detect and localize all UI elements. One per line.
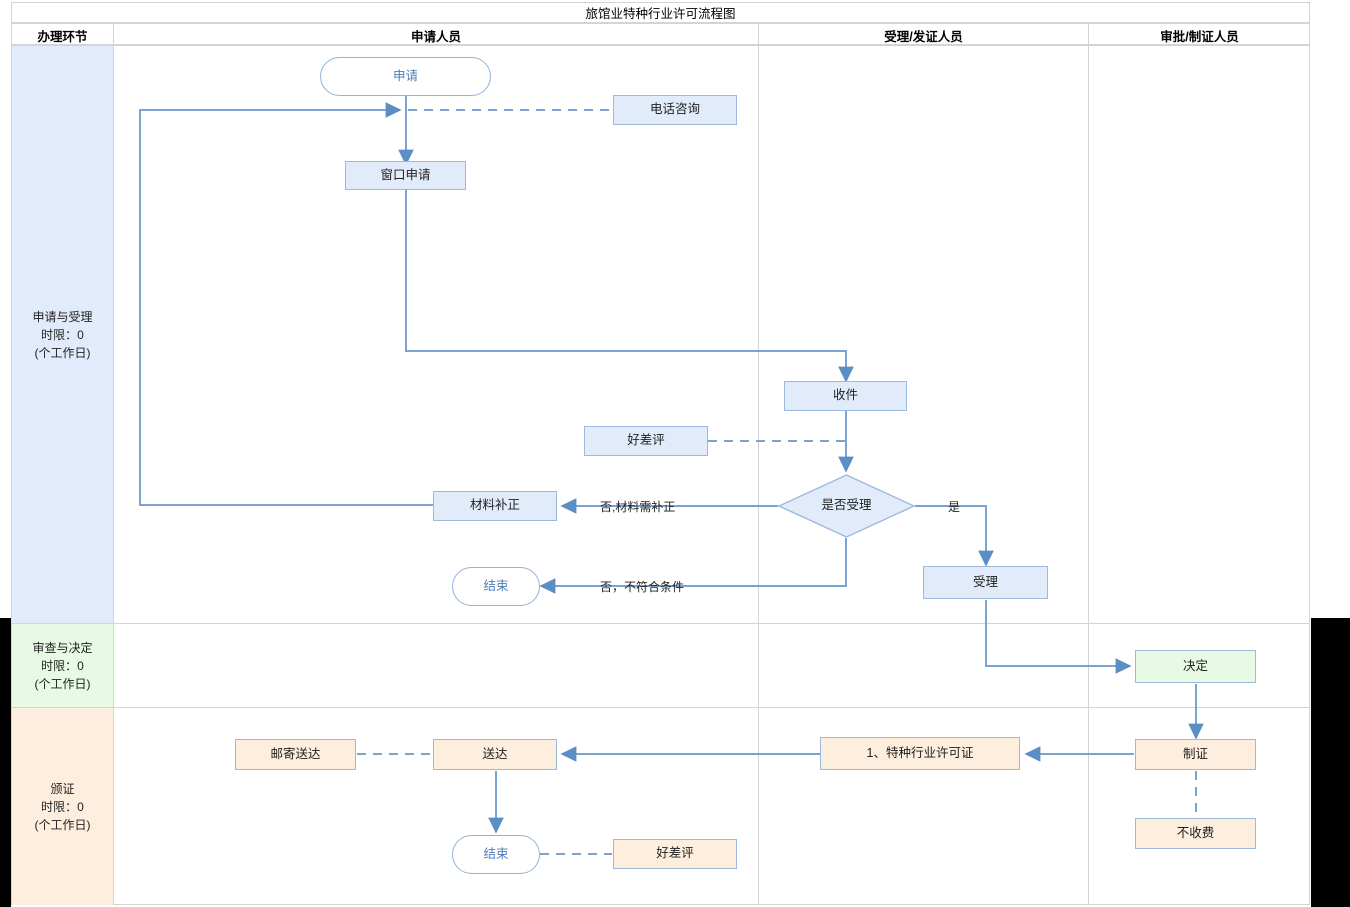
lane-header-0: 办理环节 (37, 29, 88, 44)
node-receive[interactable]: 收件 (784, 381, 907, 411)
node-window-application[interactable]: 窗口申请 (345, 161, 466, 190)
node-review-rating-1[interactable]: 好差评 (584, 426, 708, 456)
node-no-fee-label: 不收费 (1176, 825, 1215, 840)
lane-header-1: 申请人员 (410, 29, 461, 44)
phase-2-unit: (个工作日) (34, 676, 91, 691)
node-no-fee[interactable]: 不收费 (1135, 818, 1256, 849)
right-black-bar (1311, 618, 1350, 907)
phase-divider-2 (12, 707, 1309, 708)
node-end-2-label: 结束 (483, 846, 509, 861)
node-material-correction-label: 材料补正 (469, 498, 520, 513)
lane-divider-2 (758, 46, 759, 904)
phase-divider-1 (12, 623, 1309, 624)
node-special-industry-license-label: 1、特种行业许可证 (866, 745, 974, 760)
node-end-1-label: 结束 (483, 578, 509, 593)
phase-1-limit: 时限：0 (41, 327, 84, 342)
node-review-rating-2[interactable]: 好差评 (613, 839, 737, 869)
header-divider-3 (1088, 24, 1089, 46)
phase-1-unit: (个工作日) (34, 345, 91, 360)
node-deliver-label: 送达 (482, 746, 508, 761)
lane-header-2: 受理/发证人员 (884, 29, 963, 44)
lane-divider-3 (1088, 46, 1089, 904)
node-accept[interactable]: 受理 (923, 566, 1048, 599)
phase-3-limit: 时限：0 (41, 799, 84, 814)
phase-2-name: 审查与决定 (32, 640, 93, 655)
node-decision[interactable]: 决定 (1135, 650, 1256, 683)
node-accept-decision-label: 是否受理 (821, 498, 872, 513)
edge-label-no-fix: 否,材料需补正 (600, 500, 676, 514)
page-title: 旅馆业特种行业许可流程图 (11, 2, 1310, 23)
node-decision-label: 决定 (1182, 658, 1208, 673)
node-end-1[interactable]: 结束 (452, 567, 540, 606)
phase-cell-application: 申请与受理 时限：0 (个工作日) (12, 46, 113, 623)
lane-header-row: 办理环节 申请人员 受理/发证人员 审批/制证人员 (11, 23, 1310, 46)
node-apply[interactable]: 申请 (320, 57, 491, 96)
node-review-rating-1-label: 好差评 (627, 433, 665, 448)
lane-header-3: 审批/制证人员 (1160, 29, 1239, 44)
phase-1-name: 申请与受理 (32, 309, 93, 324)
node-review-rating-2-label: 好差评 (656, 846, 694, 861)
node-accept-decision[interactable]: 是否受理 (778, 474, 915, 538)
node-make-certificate-label: 制证 (1182, 746, 1208, 761)
left-black-bar (0, 618, 11, 907)
node-window-application-label: 窗口申请 (380, 167, 431, 182)
header-divider-1 (113, 24, 114, 46)
node-special-industry-license[interactable]: 1、特种行业许可证 (820, 737, 1020, 770)
node-end-2[interactable]: 结束 (452, 835, 540, 874)
header-divider-2 (758, 24, 759, 46)
phase-2-limit: 时限：0 (41, 658, 84, 673)
phase-3-name: 颁证 (50, 781, 75, 796)
node-mail-delivery[interactable]: 邮寄送达 (235, 739, 356, 770)
node-apply-label: 申请 (392, 68, 418, 83)
edge-label-yes: 是 (948, 500, 961, 514)
phase-cell-issue: 颁证 时限：0 (个工作日) (12, 708, 113, 905)
node-phone-inquiry[interactable]: 电话咨询 (613, 95, 737, 125)
node-make-certificate[interactable]: 制证 (1135, 739, 1256, 770)
diamond-shape-icon (778, 474, 915, 538)
phase-3-unit: (个工作日) (34, 817, 91, 832)
node-material-correction[interactable]: 材料补正 (433, 491, 557, 521)
lane-divider-1 (113, 46, 114, 904)
node-deliver[interactable]: 送达 (433, 739, 557, 770)
phase-cell-review: 审查与决定 时限：0 (个工作日) (12, 624, 113, 707)
node-mail-delivery-label: 邮寄送达 (270, 746, 321, 761)
node-receive-label: 收件 (832, 388, 858, 403)
edge-label-no-condition: 否，不符合条件 (600, 580, 685, 594)
page-title-text: 旅馆业特种行业许可流程图 (585, 7, 736, 21)
node-phone-inquiry-label: 电话咨询 (649, 102, 700, 117)
swimlane-grid (11, 45, 1310, 905)
node-accept-label: 受理 (972, 574, 998, 589)
